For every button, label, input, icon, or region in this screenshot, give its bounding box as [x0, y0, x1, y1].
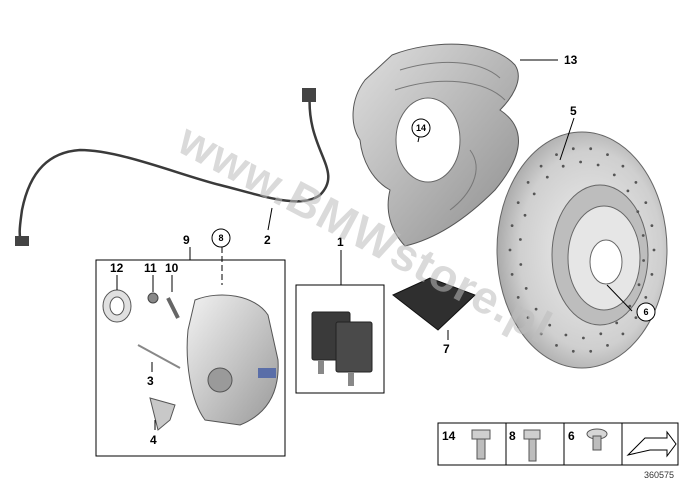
disc-hole	[564, 333, 568, 337]
callout-circle-6	[636, 302, 656, 322]
disc-hole	[626, 189, 630, 193]
disc-hole	[621, 332, 625, 336]
disc-hole	[641, 234, 645, 237]
disc-hole	[634, 316, 638, 319]
callout-5: 5	[570, 104, 577, 118]
disc-hole	[534, 307, 538, 311]
disc-hole	[596, 163, 600, 167]
callout-3: 3	[147, 374, 154, 388]
disc-hole	[589, 147, 593, 151]
disc-hole	[571, 147, 575, 151]
disc-hole	[650, 273, 654, 276]
disc-hole	[519, 263, 523, 266]
disc-hole	[579, 160, 582, 164]
disc-hole	[644, 201, 648, 205]
disc-hole	[526, 316, 530, 319]
disc-hole	[523, 213, 527, 217]
callout-2: 2	[264, 233, 271, 247]
disc-hole	[606, 344, 609, 347]
callout-circle-8	[211, 228, 231, 248]
disc-hole	[524, 287, 528, 290]
wear-sensor-cable	[15, 88, 330, 246]
brake-dust-shield	[352, 43, 519, 247]
screw-6-icon	[586, 428, 608, 451]
disc-hole	[555, 344, 558, 347]
disc-hole	[510, 224, 514, 228]
orientation-arrow-icon	[626, 430, 677, 458]
disc-hole	[508, 248, 512, 252]
disc-hole	[589, 349, 593, 353]
disc-hole	[582, 336, 585, 340]
disc-hole	[636, 210, 640, 214]
bolt-14-icon	[471, 429, 491, 460]
disc-hole	[516, 296, 520, 299]
disc-hole	[652, 248, 656, 252]
disc-hole	[634, 181, 638, 184]
disc-hole	[545, 175, 549, 179]
reference-number: 360575	[644, 470, 674, 480]
disc-hole	[628, 304, 632, 308]
callout-9: 9	[183, 233, 190, 247]
callout-7: 7	[443, 342, 450, 356]
disc-hole	[561, 164, 565, 168]
callout-13: 13	[564, 53, 578, 67]
disc-hole	[615, 321, 619, 325]
callout-8: 8	[218, 233, 223, 243]
disc-hole	[650, 224, 654, 228]
callout-circle-14	[411, 118, 431, 138]
legend-label-14: 14	[442, 429, 456, 443]
disc-hole	[621, 164, 625, 168]
disc-hole	[526, 181, 530, 184]
brake-pad-shim	[392, 277, 476, 331]
disc-hole	[539, 164, 543, 168]
callout-6: 6	[643, 307, 648, 317]
caliper-group	[95, 259, 286, 457]
disc-hole	[516, 201, 520, 205]
disc-hole	[571, 349, 575, 353]
callout-10: 10	[165, 261, 179, 275]
brake-pad-group	[295, 284, 385, 394]
callout-12: 12	[110, 261, 124, 275]
disc-hole	[548, 323, 552, 327]
disc-hole	[644, 296, 648, 299]
brake-disc	[496, 131, 668, 369]
callout-14: 14	[416, 123, 426, 133]
disc-hole	[599, 332, 603, 336]
disc-hole	[637, 283, 641, 287]
disc-hole	[532, 192, 536, 196]
disc-hole	[612, 173, 616, 177]
disc-hole	[606, 153, 609, 157]
callout-4: 4	[150, 433, 157, 447]
disc-hole	[519, 238, 522, 241]
disc-hole	[555, 153, 558, 157]
legend-label-6: 6	[568, 429, 575, 443]
callout-labels: 13 5 1 2 9 12 11 10 3 4 7 14 8 6	[110, 53, 656, 447]
disc-hole	[510, 273, 514, 276]
disc-hole	[642, 259, 645, 262]
fastener-legend: 14 8 6	[437, 422, 679, 466]
callout-1: 1	[337, 235, 344, 249]
bolt-8-icon	[523, 429, 541, 462]
disc-hole	[539, 332, 543, 336]
leader-lines	[116, 59, 633, 430]
callout-11: 11	[144, 261, 157, 275]
legend-label-8: 8	[509, 429, 516, 443]
disc-cross-drill-holes	[508, 147, 656, 353]
